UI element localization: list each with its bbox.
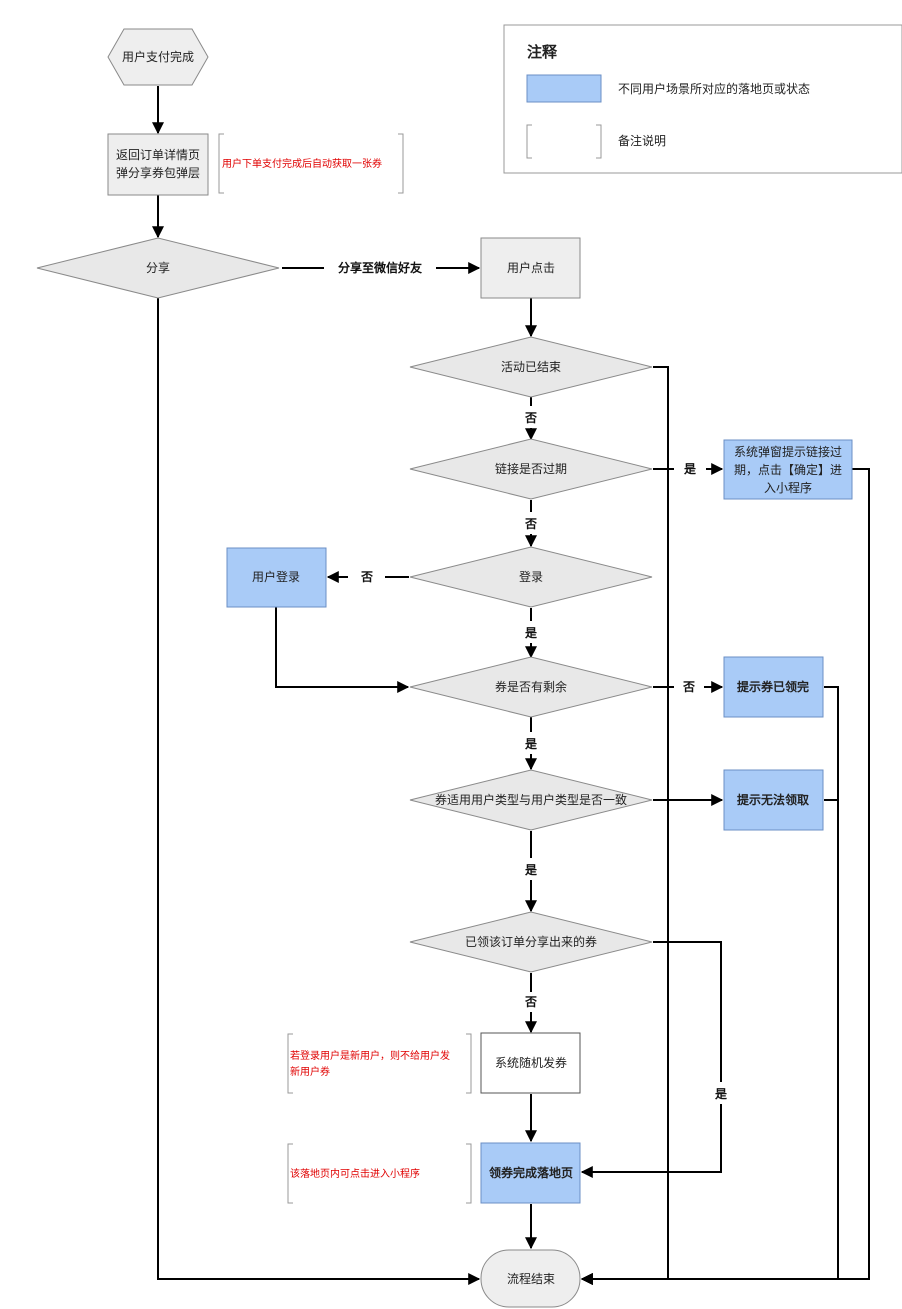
edge-labels: 分享至微信好友 否 是 否 否 是 否 是 是 否 是 xyxy=(338,260,728,1101)
note-landing-bracket-right xyxy=(466,1143,472,1204)
node-expired-popup-line3: 入小程序 xyxy=(764,480,812,495)
edge-label-no-activity: 否 xyxy=(524,411,537,425)
edge-label-yes-coupon: 是 xyxy=(524,737,538,751)
node-return-order xyxy=(107,133,209,196)
note-auto-bracket-left xyxy=(218,133,224,194)
connectors xyxy=(152,86,870,1285)
edge-label-no-claimed: 否 xyxy=(524,995,537,1009)
note-auto-bracket-right xyxy=(398,133,404,194)
node-user-click xyxy=(480,237,581,299)
edge-label-no-expired: 否 xyxy=(524,517,537,531)
edge-label-yes-login: 是 xyxy=(524,626,538,640)
node-expired-popup xyxy=(723,439,853,500)
node-user-click-label: 用户点击 xyxy=(507,260,555,275)
legend: 注释 不同用户场景所对应的落地页或状态 备注说明 xyxy=(503,24,902,174)
edge-label-yes-expired: 是 xyxy=(683,462,697,476)
edge-claimed-yes-a xyxy=(653,941,722,1082)
node-end xyxy=(480,1249,581,1308)
node-expired-popup-line1: 系统弹窗提示链接过 xyxy=(734,444,842,459)
note-landing: 该落地页内可点击进入小程序 xyxy=(290,1167,420,1180)
node-coupon-left xyxy=(409,656,653,718)
node-user-login-label: 用户登录 xyxy=(252,569,300,584)
node-cannot-claim-label: 提示无法领取 xyxy=(737,792,809,807)
edge-label-yes-claimed: 是 xyxy=(714,1087,728,1101)
legend-title: 注释 xyxy=(527,43,558,61)
node-link-expired xyxy=(409,438,653,500)
note-landing-bracket-left xyxy=(287,1143,293,1204)
edge-claimed-yes-b xyxy=(580,1104,722,1178)
edge-label-yes-type: 是 xyxy=(524,863,538,877)
node-end-label: 流程结束 xyxy=(507,1271,555,1286)
note-new-user-line2: 新用户券 xyxy=(290,1065,330,1078)
edge-cannot-end xyxy=(824,799,839,1279)
node-already-claimed xyxy=(409,911,653,973)
node-coupon-claimed-out-label: 提示券已领完 xyxy=(737,679,809,694)
edge-label-no-coupon: 否 xyxy=(682,680,695,694)
legend-blue-swatch xyxy=(526,74,602,103)
node-activity-ended xyxy=(409,336,653,398)
node-start-label: 用户支付完成 xyxy=(122,49,194,64)
node-expired-popup-line2: 期，点击【确定】进 xyxy=(734,462,842,477)
node-login-label: 登录 xyxy=(519,569,543,584)
note-newuser-bracket-left xyxy=(287,1033,293,1094)
notes: 用户下单支付完成后自动获取一张券 若登录用户是新用户，则不给用户发 新用户券 该… xyxy=(218,133,472,1204)
edge-userlogin-coupon xyxy=(275,607,410,693)
legend-bracket-right xyxy=(596,124,602,159)
node-cannot-claim xyxy=(723,769,824,831)
node-share xyxy=(36,237,280,299)
node-return-order-line1: 返回订单详情页 xyxy=(116,147,200,162)
node-return-order-line2: 弹分享券包弹层 xyxy=(116,165,200,180)
node-type-match xyxy=(409,769,653,831)
note-auto-coupon: 用户下单支付完成后自动获取一张券 xyxy=(222,157,382,170)
edge-activity-end xyxy=(580,366,669,1285)
edge-share-end xyxy=(157,298,481,1285)
node-user-login xyxy=(226,547,327,608)
node-login xyxy=(409,546,653,608)
node-landing-page-label: 领券完成落地页 xyxy=(489,1165,573,1180)
note-new-user-line1: 若登录用户是新用户，则不给用户发 xyxy=(290,1049,450,1062)
node-coupon-left-label: 券是否有剩余 xyxy=(495,679,567,694)
node-already-claimed-label: 已领该订单分享出来的券 xyxy=(465,934,597,949)
node-landing-page xyxy=(480,1142,581,1204)
node-link-expired-label: 链接是否过期 xyxy=(495,461,567,476)
legend-note-label: 备注说明 xyxy=(618,133,666,148)
node-start xyxy=(107,28,209,86)
legend-bracket-left xyxy=(526,124,532,159)
note-newuser-bracket-right xyxy=(466,1033,472,1094)
edge-label-no-login: 否 xyxy=(360,570,373,584)
node-activity-ended-label: 活动已结束 xyxy=(501,360,561,374)
legend-blue-label: 不同用户场景所对应的落地页或状态 xyxy=(618,81,810,96)
edge-label-share-to-wechat: 分享至微信好友 xyxy=(338,260,422,275)
edge-expired-end xyxy=(580,468,870,1285)
node-random-issue xyxy=(480,1032,581,1094)
nodes: 用户支付完成 返回订单详情页 弹分享券包弹层 分享 用户点击 活动已结束 链接是… xyxy=(36,28,853,1308)
node-type-match-label: 券适用用户类型与用户类型是否一致 xyxy=(435,792,627,807)
node-random-issue-label: 系统随机发券 xyxy=(495,1055,567,1070)
node-share-label: 分享 xyxy=(146,260,170,275)
node-coupon-claimed-out xyxy=(723,656,824,718)
